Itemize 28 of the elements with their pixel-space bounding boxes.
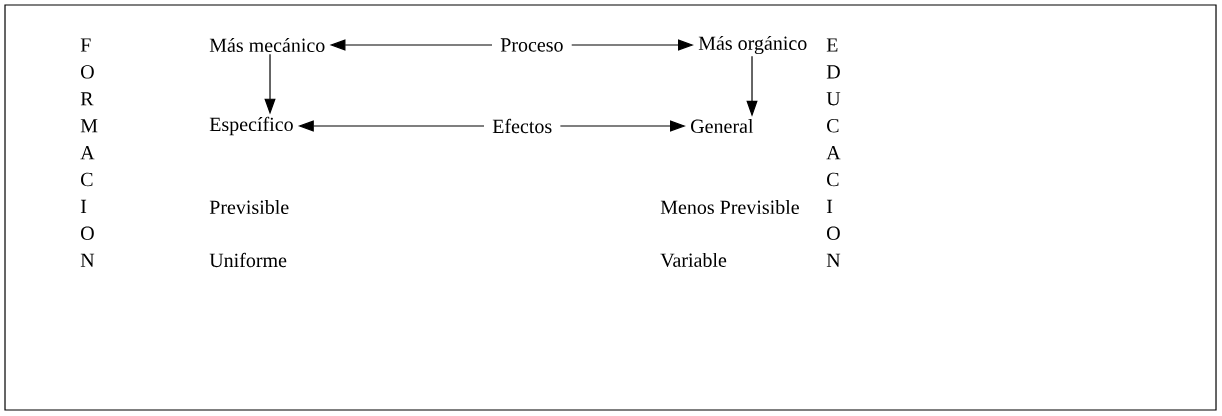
term: Efectos — [492, 118, 552, 134]
letter: F — [80, 38, 91, 52]
letter: I — [826, 199, 833, 213]
letter: D — [826, 65, 840, 79]
letter: U — [826, 92, 841, 106]
term: Más orgánico — [698, 35, 807, 55]
letter: I — [80, 199, 87, 213]
term: Variable — [660, 252, 727, 268]
letter: E — [826, 38, 838, 52]
letter: O — [827, 226, 840, 240]
term: Más mecánico — [209, 37, 325, 53]
letter: A — [80, 146, 95, 160]
term: Menos Previsible — [660, 199, 799, 215]
letter: N — [826, 253, 841, 267]
letter: C — [81, 172, 93, 187]
letter: C — [827, 119, 839, 133]
letter: O — [81, 65, 94, 79]
letter: M — [80, 119, 98, 133]
letter: C — [827, 172, 839, 187]
term: Proceso — [500, 38, 563, 52]
letter: A — [826, 146, 841, 160]
letter: N — [80, 253, 95, 267]
term: General — [691, 118, 754, 134]
term: Previsible — [209, 199, 289, 215]
letter: O — [81, 226, 94, 240]
letter: R — [80, 92, 94, 106]
term: Uniforme — [209, 252, 287, 268]
term: Específico — [209, 116, 293, 136]
